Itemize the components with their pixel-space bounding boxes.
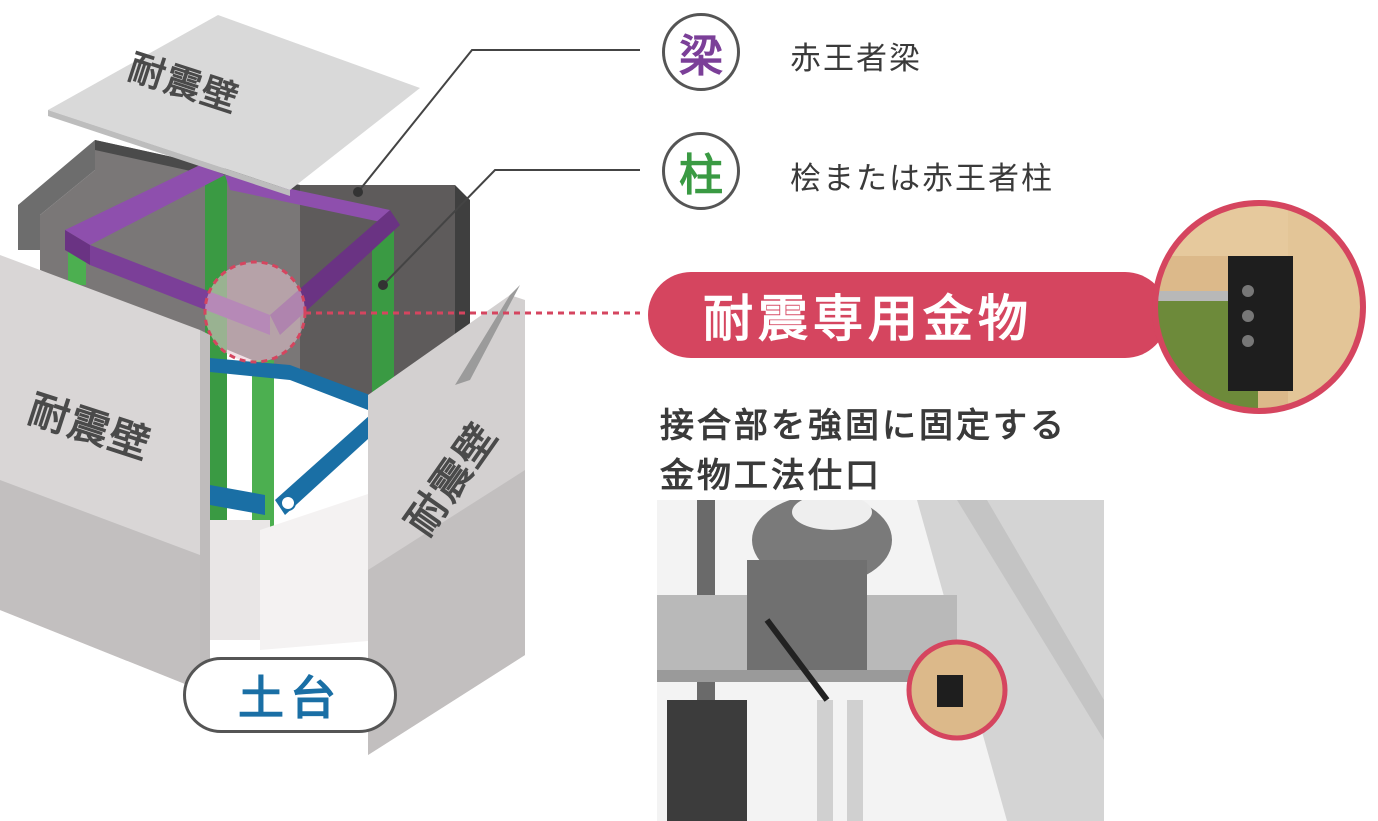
- beam-leader-line: [357, 49, 640, 193]
- column-leader-line: [382, 169, 640, 286]
- column-right: [372, 230, 394, 420]
- beam-symbol: 梁: [662, 13, 740, 91]
- frame-illustration: [0, 15, 640, 755]
- construction-photo: [657, 500, 1104, 821]
- sill-left: [210, 485, 265, 515]
- column-center: [205, 175, 227, 530]
- back-wall-left-edge: [18, 140, 95, 250]
- beam-description: 赤王者梁: [790, 41, 922, 77]
- column-description: 桧または赤王者柱: [790, 161, 1054, 197]
- column-symbol: 柱: [662, 132, 740, 210]
- caption-line-2: 金物工法仕口: [660, 456, 882, 496]
- caption-line-1: 接合部を強固に固定する: [660, 406, 1067, 446]
- sill-label: 土台: [183, 657, 397, 733]
- sill-back: [210, 358, 370, 410]
- sill-right: [275, 415, 380, 515]
- column-front: [252, 360, 274, 530]
- joint-highlight-circle: [203, 260, 307, 364]
- metal-bracket: [1228, 256, 1293, 391]
- hardware-closeup-photo: [1152, 200, 1366, 414]
- hardware-label: 耐震専用金物: [648, 272, 1168, 358]
- top-wall-panel: [48, 15, 420, 190]
- beam-left: [65, 165, 225, 245]
